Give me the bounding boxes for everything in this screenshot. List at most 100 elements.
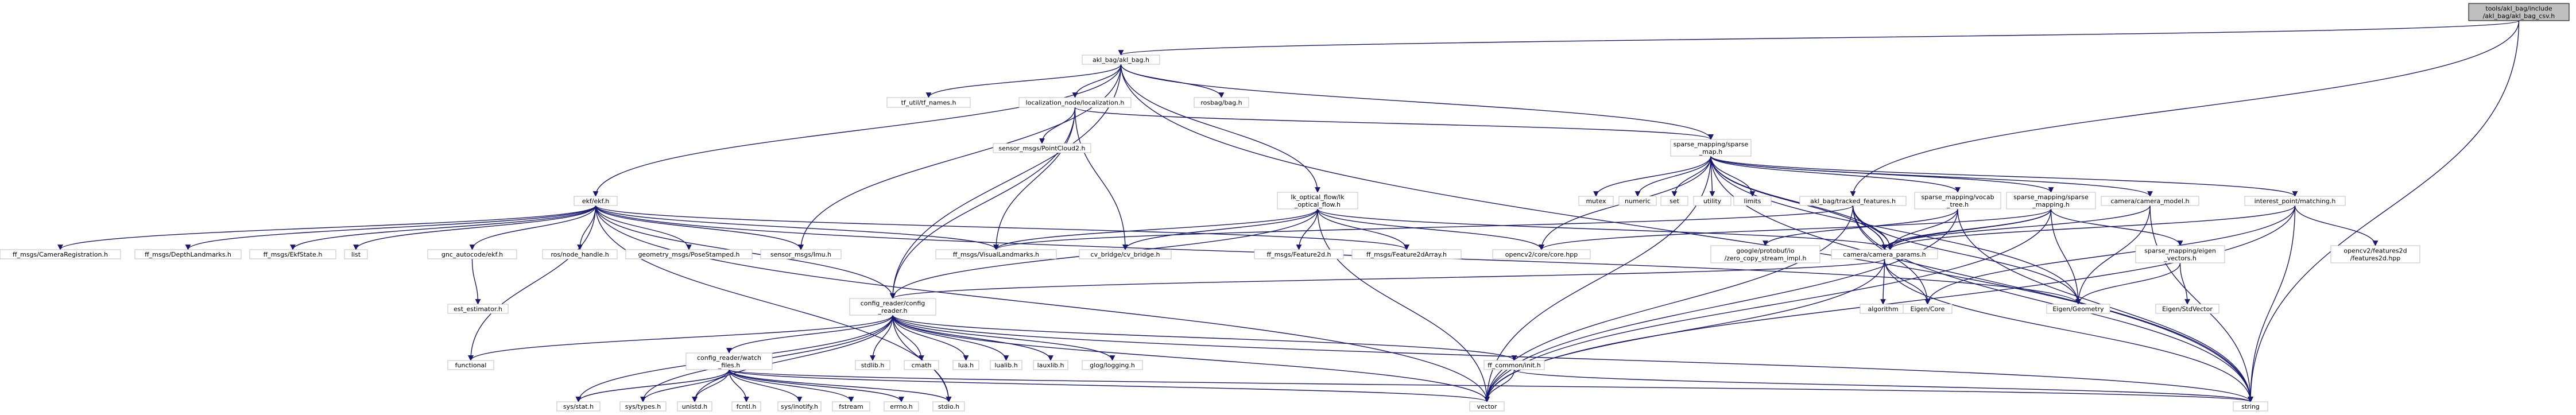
- node-akl_bag[interactable]: akl_bag/akl_bag.h: [1082, 55, 1160, 65]
- edge-ekf-to-ff_vis: [595, 205, 999, 250]
- node-utility-box: [1693, 196, 1731, 206]
- edge-vocab-to-map: [1887, 208, 1958, 250]
- edge-watch-to-sys_stat: [575, 369, 730, 402]
- edge-cam_params-to-algorithm: [1880, 258, 1886, 305]
- node-string[interactable]: string: [2233, 401, 2268, 412]
- edge-sparse_map-to-numeric: [1634, 156, 1711, 197]
- node-gnc[interactable]: gnc_autocode/ekf.h: [427, 249, 517, 259]
- node-root[interactable]: tools/akl_bag/include/akl_bag/akl_bag_cs…: [2468, 3, 2570, 21]
- node-sensor_pc2[interactable]: sensor_msgs/PointCloud2.h: [993, 143, 1091, 153]
- node-ff_feat2d[interactable]: ff_msgs/Feature2d.h: [1254, 249, 1344, 259]
- node-fcntl[interactable]: fcntl.h: [731, 401, 761, 412]
- node-tf_util[interactable]: tf_util/tf_names.h: [886, 97, 971, 108]
- node-mutex[interactable]: mutex: [1578, 196, 1614, 206]
- node-est[interactable]: est_estimator.h: [447, 304, 509, 314]
- node-cv_bridge[interactable]: cv_bridge/cv_bridge.h: [1079, 249, 1172, 259]
- node-inotify[interactable]: sys/inotify.h: [777, 401, 822, 412]
- node-watch[interactable]: config_reader/watch_files.h: [685, 352, 773, 370]
- node-cmath[interactable]: cmath: [904, 360, 939, 370]
- edge-ekf-to-list: [353, 205, 596, 250]
- edge-ipm-to-eigen_core: [1924, 205, 2296, 305]
- node-ff_init-box: [1483, 360, 1545, 370]
- node-eigen_std-box: [2155, 304, 2219, 314]
- node-stdlib[interactable]: stdlib.h: [855, 360, 890, 370]
- node-ff_camreg-box: [0, 249, 121, 259]
- node-eigen_vec[interactable]: sparse_mapping/eigen_vectors.h: [2135, 245, 2225, 263]
- node-protobuf[interactable]: google/protobuf/io/zero_copy_stream_impl…: [1710, 245, 1820, 263]
- node-utility[interactable]: utility: [1693, 196, 1731, 206]
- node-limits[interactable]: limits: [1733, 196, 1772, 206]
- node-numeric[interactable]: numeric: [1618, 196, 1657, 206]
- node-sys_types[interactable]: sys/types.h: [619, 401, 667, 412]
- node-cv_feat2d[interactable]: opencv2/features2d/features2d.hpp: [2330, 245, 2420, 263]
- edge-akl_bag-to-string: [1120, 64, 2253, 402]
- edge-watch-to-fstream: [729, 369, 854, 402]
- node-localization-label-0: localization_node/localization.h: [1026, 99, 1125, 107]
- node-watch-box: [685, 352, 773, 370]
- node-lualib[interactable]: lualib.h: [990, 360, 1022, 370]
- node-eigen_std[interactable]: Eigen/StdVector: [2155, 304, 2219, 314]
- node-imu[interactable]: sensor_msgs/Imu.h: [760, 249, 842, 259]
- node-sparse_map[interactable]: sparse_mapping/sparse_map.h: [1670, 139, 1752, 157]
- node-vector[interactable]: vector: [1469, 401, 1505, 412]
- node-cam_params[interactable]: camera/camera_params.h: [1831, 249, 1938, 259]
- node-ff_ekfstate[interactable]: ff_msgs/EkfState.h: [249, 249, 336, 259]
- node-imu-label-0: sensor_msgs/Imu.h: [770, 251, 831, 258]
- node-vocab[interactable]: sparse_mapping/vocab_tree.h: [1914, 192, 2001, 210]
- node-ekf[interactable]: ekf/ekf.h: [574, 196, 618, 206]
- node-eigen_core[interactable]: Eigen/Core: [1903, 304, 1953, 314]
- node-sys_stat-label-0: sys/stat.h: [563, 403, 594, 410]
- node-vector-box: [1469, 401, 1505, 412]
- edge-cam_model-to-cam_params: [1881, 205, 2151, 250]
- node-ff_init[interactable]: ff_common/init.h: [1483, 360, 1545, 370]
- node-eigen_core-label-0: Eigen/Core: [1911, 305, 1945, 313]
- node-sys_stat[interactable]: sys/stat.h: [556, 401, 601, 412]
- edge-tracked-to-map: [1852, 205, 1893, 250]
- node-root-label-0: tools/akl_bag/include: [2485, 5, 2552, 13]
- node-glog[interactable]: glog/logging.h: [1082, 360, 1143, 370]
- node-lua[interactable]: lua.h: [952, 360, 979, 370]
- nodes-layer: tools/akl_bag/include/akl_bag/akl_bag_cs…: [0, 3, 2570, 412]
- edge-sparse_map-to-mutex: [1593, 156, 1711, 197]
- node-ff_vis[interactable]: ff_msgs/VisualLandmarks.h: [935, 249, 1057, 259]
- node-functional-label-0: functional: [455, 362, 487, 369]
- node-ff_feat2darr[interactable]: ff_msgs/Feature2dArray.h: [1351, 249, 1462, 259]
- node-ros_nh[interactable]: ros/node_handle.h: [542, 249, 618, 259]
- edge-cam_params-to-string: [1884, 258, 2253, 402]
- node-functional[interactable]: functional: [447, 360, 494, 370]
- node-config_reader[interactable]: config_reader/config_reader.h: [849, 298, 936, 316]
- node-cv_core[interactable]: opencv2/core/core.hpp: [1492, 249, 1591, 259]
- node-lauxlib[interactable]: lauxlib.h: [1033, 360, 1068, 370]
- edge-sm_mapping-to-map: [1887, 208, 2052, 250]
- node-fstream[interactable]: fstream: [832, 401, 870, 412]
- node-set[interactable]: set: [1660, 196, 1688, 206]
- node-ff_vis-label-0: ff_msgs/VisualLandmarks.h: [953, 251, 1039, 258]
- node-algorithm[interactable]: algorithm: [1860, 304, 1907, 314]
- edge-cam_params-to-eigen_core: [1884, 258, 1931, 305]
- node-errno[interactable]: errno.h: [884, 401, 919, 412]
- edge-root-to-tracked: [1850, 20, 2520, 197]
- node-cam_model[interactable]: camera/camera_model.h: [2101, 196, 2199, 206]
- node-rosbag[interactable]: rosbag/bag.h: [1194, 97, 1249, 108]
- edge-localization-to-sensor_pc2: [1039, 107, 1076, 144]
- node-ff_depth[interactable]: ff_msgs/DepthLandmarks.h: [134, 249, 242, 259]
- node-ff_ekfstate-box: [249, 249, 336, 259]
- node-ipm[interactable]: interest_point/matching.h: [2244, 196, 2346, 206]
- node-geo_pose[interactable]: geometry_msgs/PoseStamped.h: [625, 249, 753, 259]
- node-unistd[interactable]: unistd.h: [677, 401, 712, 412]
- edge-watch-to-fcntl: [729, 369, 749, 402]
- node-sm_mapping[interactable]: sparse_mapping/sparse_mapping.h: [2006, 192, 2096, 210]
- node-lk[interactable]: lk_optical_flow/lk_optical_flow.h: [1277, 192, 1358, 210]
- node-eigen_geo[interactable]: Eigen/Geometry: [2046, 304, 2110, 314]
- node-akl_bag-box: [1082, 55, 1160, 65]
- node-list[interactable]: list: [344, 249, 368, 259]
- edge-vocab-to-protobuf: [1762, 208, 1958, 246]
- edge-sparse_map-to-limits: [1710, 156, 1756, 197]
- node-cam_params-box: [1831, 249, 1938, 259]
- node-localization[interactable]: localization_node/localization.h: [1018, 97, 1132, 108]
- node-fcntl-box: [731, 401, 761, 412]
- node-stdio[interactable]: stdio.h: [932, 401, 965, 412]
- node-tracked[interactable]: akl_bag/tracked_features.h: [1799, 196, 1907, 206]
- node-ff_camreg[interactable]: ff_msgs/CameraRegistration.h: [0, 249, 121, 259]
